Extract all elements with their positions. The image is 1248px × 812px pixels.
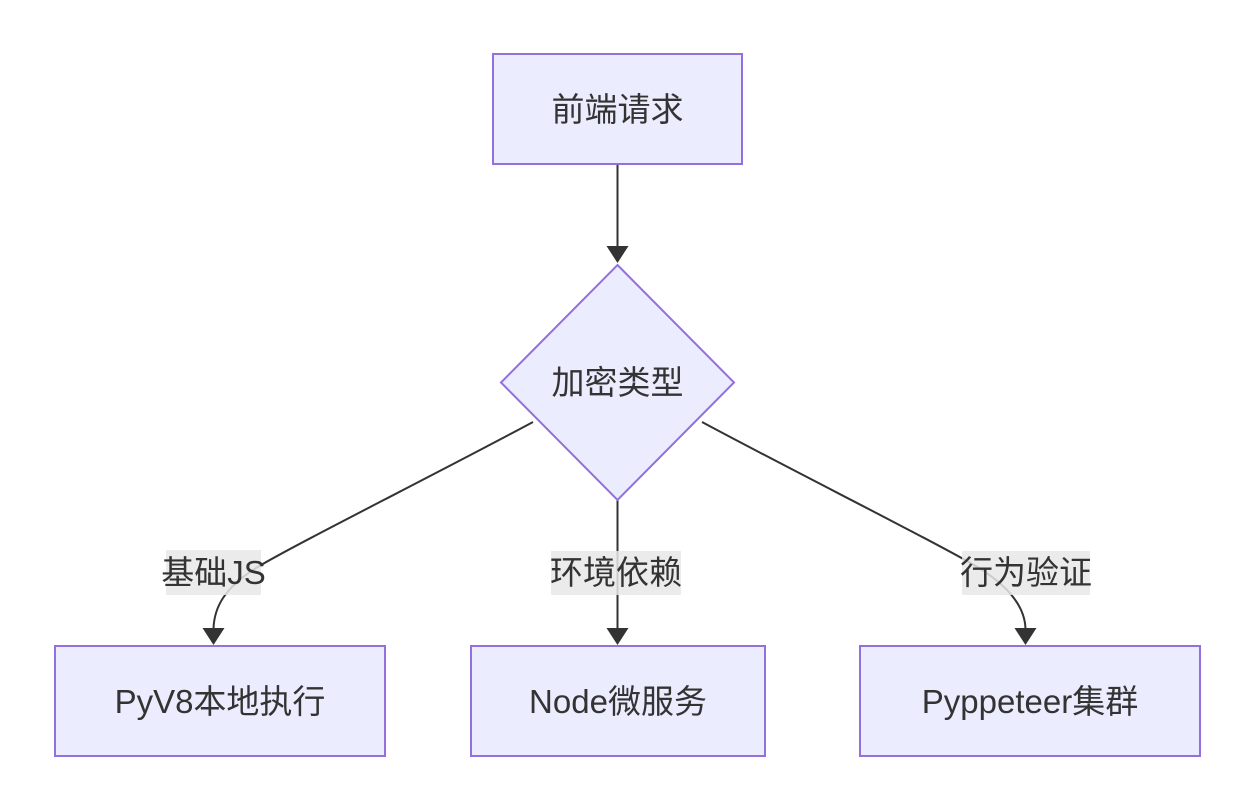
node-pyv8-local: PyV8本地执行: [54, 645, 386, 757]
node-encryption-type: 加密类型: [499, 263, 736, 502]
edge-label-text: 基础JS: [161, 554, 266, 591]
node-rect: [470, 645, 766, 757]
edge-arrowhead: [606, 628, 629, 645]
edge-label-text: 环境依赖: [550, 554, 682, 591]
edge-label-background: [551, 551, 681, 595]
edge-encryption-to-pyppeteer: [701, 421, 1037, 645]
edge-label-background: [962, 551, 1090, 595]
edge-label-text: 行为验证: [960, 554, 1092, 591]
edge-arrowhead: [202, 628, 225, 645]
node-label: 加密类型: [552, 364, 684, 401]
node-rect: [492, 53, 743, 165]
node-rect: [859, 645, 1201, 757]
node-diamond: [499, 263, 736, 502]
edge-encryption-to-pyv8: [202, 421, 534, 645]
edge-line: [212, 421, 534, 630]
node-label: Node微服务: [529, 683, 707, 720]
edge-line: [701, 421, 1027, 630]
node-node-microservice: Node微服务: [470, 645, 766, 757]
node-pyppeteer-cluster: Pyppeteer集群: [859, 645, 1201, 757]
node-label: Pyppeteer集群: [922, 683, 1138, 720]
edge-arrowhead: [606, 246, 629, 263]
edge-label-behavior-verification: 行为验证: [960, 551, 1092, 595]
edge-request-to-encryption: [606, 164, 629, 263]
edge-label-env-dependency: 环境依赖: [550, 551, 682, 595]
node-frontend-request: 前端请求: [492, 53, 743, 165]
edge-label-background: [166, 550, 261, 595]
edge-label-basic-js: 基础JS: [161, 550, 266, 595]
node-label: PyV8本地执行: [115, 683, 326, 720]
edge-arrowhead: [1014, 628, 1037, 645]
node-rect: [54, 645, 386, 757]
node-label: 前端请求: [552, 91, 684, 128]
